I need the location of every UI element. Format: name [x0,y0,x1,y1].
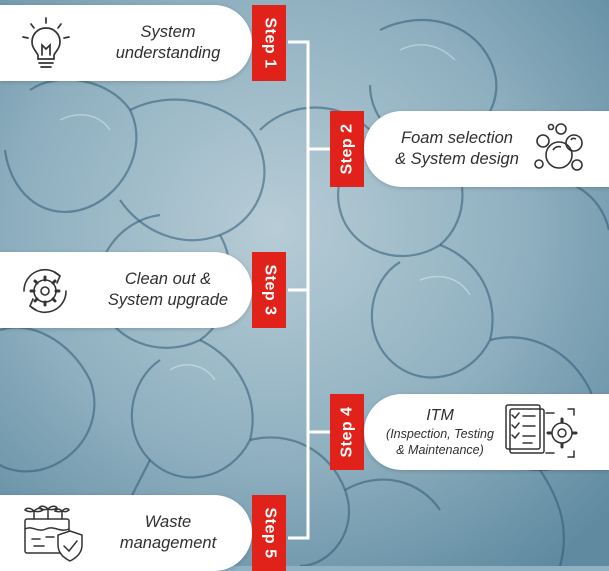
step-2-text: Foam selection & System design [372,111,542,187]
step-4-tab: Step 4 [330,394,364,470]
step-5-line-2: management [119,534,217,552]
step-4-card: ITM (Inspection, Testing & Maintenance) [364,394,609,470]
step-3-line-1: Clean out & [124,270,212,288]
step-4-line-3: & Maintenance) [396,443,484,457]
step-2-line-2: & System design [395,150,519,168]
step-2-tab: Step 2 [330,111,364,187]
step-5-text: Waste management [88,495,248,571]
step-4-line-2: (Inspection, Testing [386,427,494,441]
step-3-line-2: System upgrade [107,291,229,309]
step-1-text: System understanding [88,5,248,81]
step-5-line-1: Waste [144,513,192,531]
step-2-card: Foam selection & System design [364,111,609,187]
step-4-line-1: ITM [426,407,454,424]
checklist-gear-icon [505,404,578,458]
step-2-line-1: Foam selection [401,129,513,147]
step-3-card: Clean out & System upgrade [0,252,252,328]
foam-bubbles-icon [534,123,583,171]
step-3-text: Clean out & System upgrade [88,252,248,328]
step-1-card: System understanding [0,5,252,81]
step-4-label: Step 4 [338,406,356,458]
step-4-text: ITM (Inspection, Testing & Maintenance) [370,394,510,470]
step-3-tab: Step 3 [252,252,286,328]
step-1-tab: Step 1 [252,5,286,81]
gear-refresh-icon [23,268,67,314]
step-1-line-1: System [140,23,196,41]
lightbulb-icon [22,17,70,68]
step-5-tab: Step 5 [252,495,286,571]
step-5-label: Step 5 [261,507,279,559]
step-3-label: Step 3 [261,264,279,316]
step-1-line-2: understanding [115,44,221,62]
waste-shield-icon [24,505,83,562]
step-5-card: Waste management [0,495,252,571]
step-2-label: Step 2 [338,123,356,175]
step-1-label: Step 1 [261,17,279,69]
